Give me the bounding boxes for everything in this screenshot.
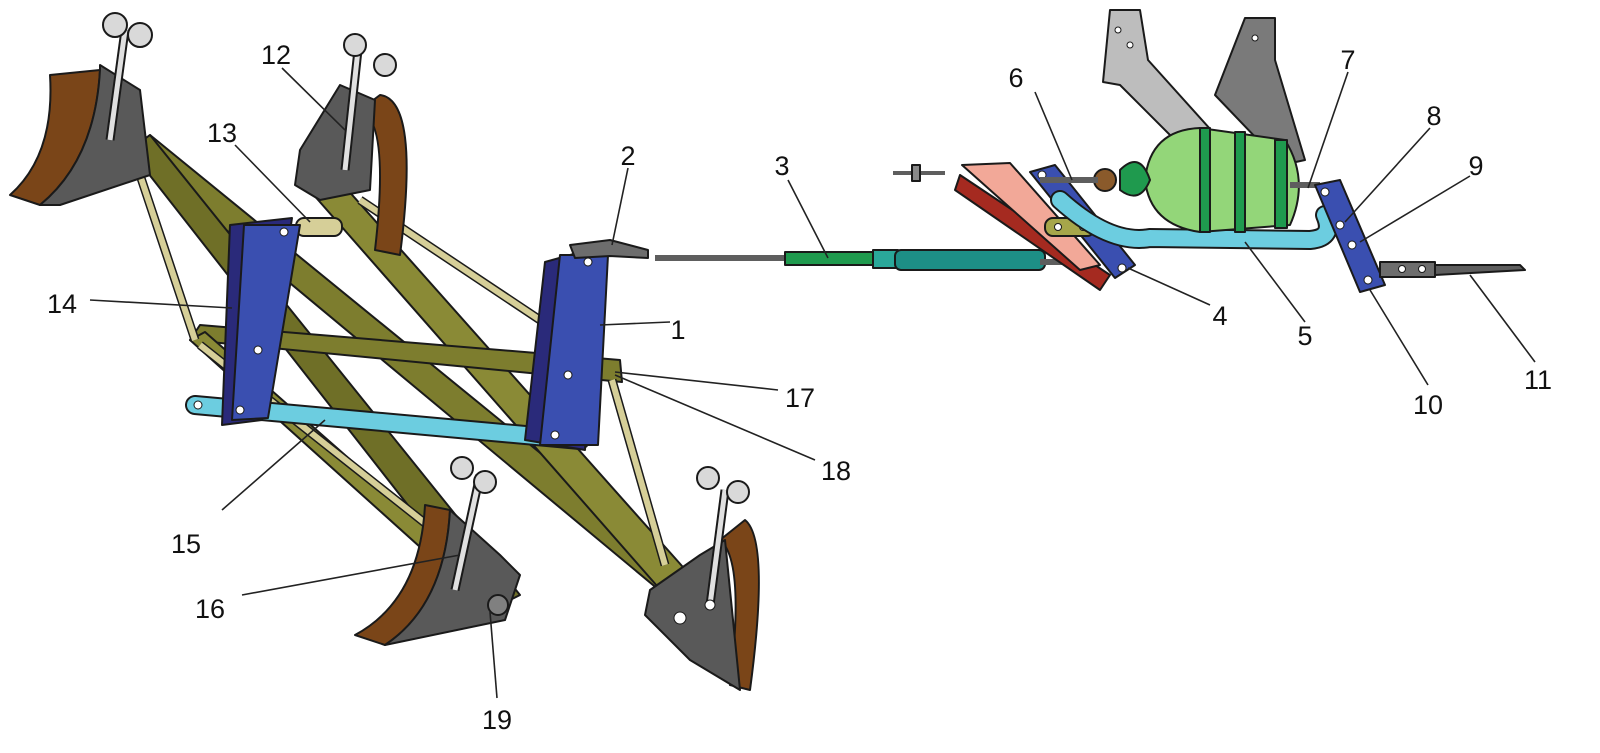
leader-line-17: [614, 371, 779, 391]
pull-rod-assembly: [655, 249, 1095, 271]
callout-15: 15: [171, 529, 201, 559]
callout-3: 3: [774, 151, 789, 181]
rod-13-sleeve: [295, 217, 343, 237]
bracket-right: [1214, 17, 1306, 166]
callout-14: 14: [47, 289, 77, 319]
leader-line-4: [1127, 267, 1211, 306]
leader-line-6: [1034, 91, 1073, 181]
pink-plate: [961, 162, 1101, 271]
callout-10: 10: [1413, 390, 1443, 420]
lever-14: [221, 217, 301, 426]
brake-beam-frame: [129, 134, 691, 611]
leader-line-12: [281, 67, 346, 131]
brake-shoe-bottom-left: [354, 456, 521, 646]
leader-line-11: [1469, 274, 1536, 363]
loose-bolt: [893, 164, 945, 182]
leader-line-14: [89, 299, 233, 309]
callout-2: 2: [620, 141, 635, 171]
clevis-2: [569, 239, 649, 259]
leader-line-9: [1359, 175, 1471, 243]
leader-line-1: [599, 321, 671, 326]
leader-line-16: [241, 554, 461, 596]
callout-9: 9: [1468, 151, 1483, 181]
lever-1: [524, 239, 649, 451]
callout-16: 16: [195, 594, 225, 624]
leader-line-8: [1344, 127, 1431, 223]
callout-5: 5: [1297, 321, 1312, 351]
leader-line-3: [787, 179, 829, 259]
callout-17: 17: [785, 383, 815, 413]
leader-line-10: [1369, 289, 1429, 386]
brake-shoe-bottom-right: [644, 466, 760, 691]
mounting-plates: [893, 162, 1111, 291]
beam-cross-strut: [189, 324, 623, 383]
brake-shoe-top-left: [9, 12, 153, 206]
leader-line-2: [611, 167, 629, 246]
leader-line-18: [614, 374, 816, 461]
rod-11: [1434, 264, 1526, 276]
callout-12: 12: [261, 40, 291, 70]
turnbuckle-3: [784, 251, 881, 266]
leader-line-15: [221, 419, 326, 511]
callout-4: 4: [1212, 301, 1227, 331]
tension-rods: [135, 173, 670, 567]
callout-7: 7: [1340, 45, 1355, 75]
brake-shoe-top-mid: [294, 33, 408, 256]
lever-right: [1314, 179, 1526, 293]
callout-13: 13: [207, 118, 237, 148]
leader-line-19: [489, 611, 498, 699]
callout-18: 18: [821, 456, 851, 486]
callout-19: 19: [482, 705, 512, 735]
leader-line-13: [234, 144, 311, 223]
adjuster-body: [894, 249, 1046, 271]
callout-11: 11: [1524, 365, 1552, 395]
callout-1: 1: [670, 315, 685, 345]
callout-8: 8: [1426, 101, 1441, 131]
leader-line-7: [1307, 71, 1349, 189]
leader-line-5: [1244, 241, 1306, 323]
clevis-11: [1379, 261, 1436, 278]
brake-chamber-7: [1040, 9, 1320, 233]
cable-5: [1050, 190, 1338, 251]
callout-6: 6: [1008, 63, 1023, 93]
